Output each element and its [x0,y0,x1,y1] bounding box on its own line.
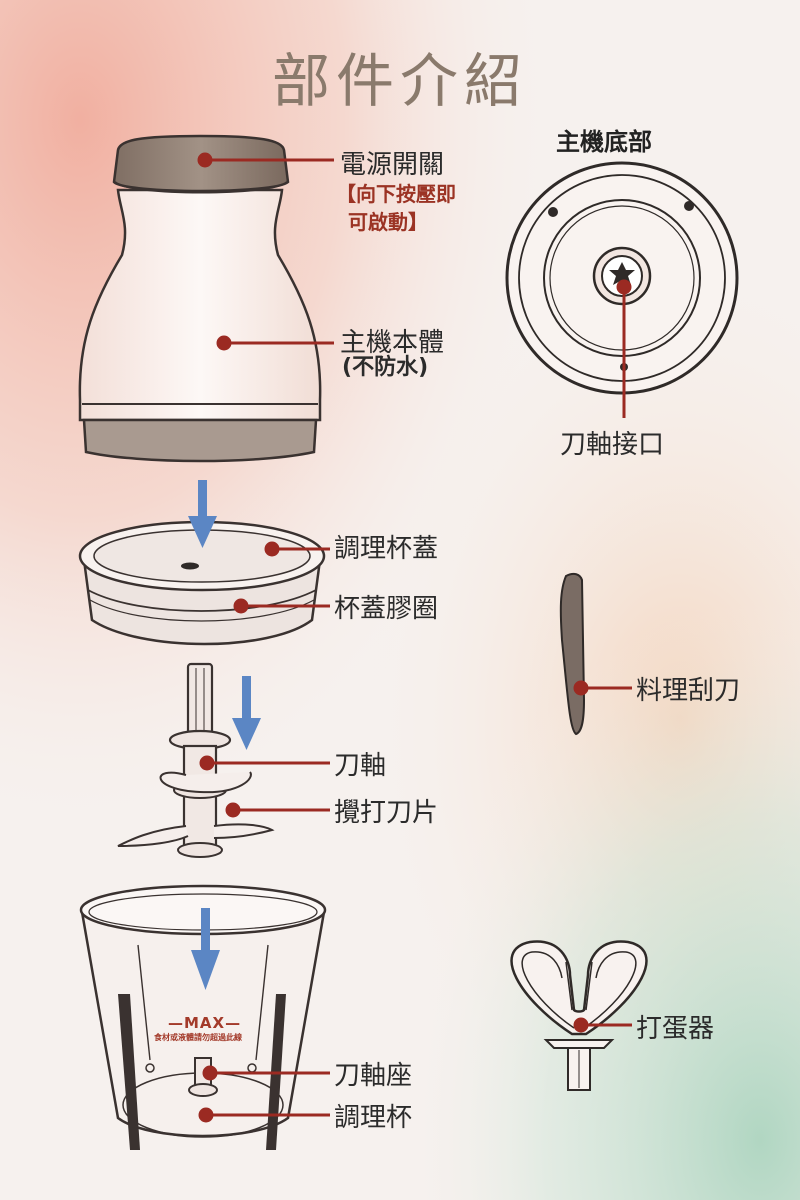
power-switch-label: 電源開關 [340,150,445,180]
leader-blade-shaft [199,755,330,771]
main-body-note: (不防水) [342,354,428,382]
base-view-illustration [505,161,739,395]
max-line-mark: —MAX— [168,1014,242,1032]
base-port-label: 刀軸接口 [560,430,665,460]
leader-power-switch [197,152,334,168]
whisk-illustration [510,940,648,1091]
main-unit-illustration [78,134,322,463]
leader-spatula [573,680,632,696]
main-body-note-close: ) [418,355,429,380]
max-line-note: 食材或液體請勿超過此線 [154,1033,242,1042]
blades-label: 攪打刀片 [334,798,439,828]
assembly-arrows [188,480,261,990]
page-title: 部件介紹 [271,47,528,115]
cup-label: 調理杯 [334,1103,413,1133]
leader-cup-lid [264,541,330,557]
arrow-down-icon [188,480,217,548]
main-body-label: 主機本體 [340,328,445,358]
power-switch-note-line2: 可啟動】 [348,210,428,234]
blade-seat-label: 刀軸座 [334,1061,413,1091]
cup-lid-label: 調理杯蓋 [334,534,439,564]
leader-blades [225,802,330,818]
leader-blade-seat [202,1065,330,1081]
leader-base-port [616,279,632,418]
main-base-ring [82,418,318,463]
leader-lid-seal [233,598,330,614]
spatula-label: 料理刮刀 [636,676,741,706]
leader-whisk [573,1017,632,1033]
arrow-down-icon [232,676,261,750]
cup-illustration [79,884,327,1150]
base-view-title: 主機底部 [556,128,652,156]
leader-cup [198,1107,330,1123]
main-body-shape [78,188,322,422]
main-body-note-open: ( [342,355,353,380]
blade-shaft-label: 刀軸 [334,751,387,781]
whisk-label: 打蛋器 [636,1014,715,1044]
arrow-down-icon [191,908,220,990]
lid-seal-label: 杯蓋膠圈 [334,594,439,624]
cup-lid-illustration [78,520,326,646]
leader-main-body [216,335,334,351]
main-body-note-bold: 不防水 [352,355,419,380]
power-switch-note-line1: 【向下按壓即 [336,182,456,206]
